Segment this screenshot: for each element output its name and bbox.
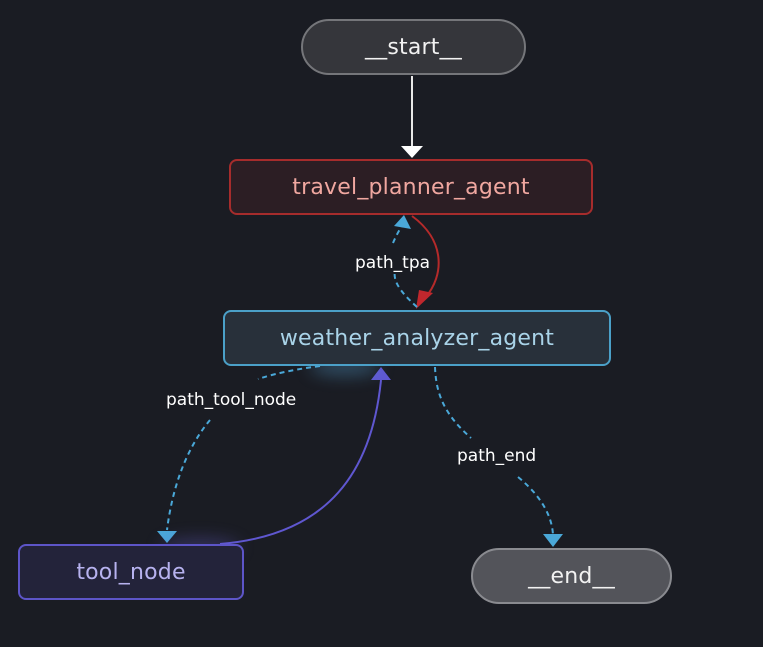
- edge-label-path-tool-node: path_tool_node: [164, 390, 299, 410]
- node-tool-node[interactable]: tool_node: [18, 544, 244, 600]
- arrowhead-blue-down: [157, 531, 177, 543]
- arrowhead-blue-up: [394, 215, 411, 229]
- node-label: tool_node: [76, 559, 186, 585]
- edge-weather-analyzer-to-tool-node: [166, 365, 321, 531]
- node-travel-planner-agent[interactable]: travel_planner_agent: [229, 159, 593, 215]
- edge-label-path-end: path_end: [455, 446, 539, 466]
- arrowhead-red: [416, 290, 433, 309]
- edge-weather-analyzer-to-end: [434, 366, 554, 536]
- node-start[interactable]: __start__: [301, 19, 526, 75]
- node-weather-analyzer-agent[interactable]: weather_analyzer_agent: [223, 310, 611, 366]
- edge-travel-planner-to-weather-analyzer: [411, 215, 440, 299]
- node-label: weather_analyzer_agent: [279, 325, 555, 351]
- node-label: __end__: [528, 563, 615, 589]
- arrowhead-white: [401, 146, 423, 158]
- node-label: __start__: [364, 34, 463, 60]
- arrowhead-blue-end: [543, 534, 563, 547]
- arrowhead-purple: [371, 367, 391, 380]
- edge-label-path-tpa: path_tpa: [353, 253, 433, 273]
- node-end[interactable]: __end__: [471, 548, 672, 604]
- edge-tool-node-to-weather-analyzer: [219, 379, 382, 545]
- node-label: travel_planner_agent: [292, 174, 530, 200]
